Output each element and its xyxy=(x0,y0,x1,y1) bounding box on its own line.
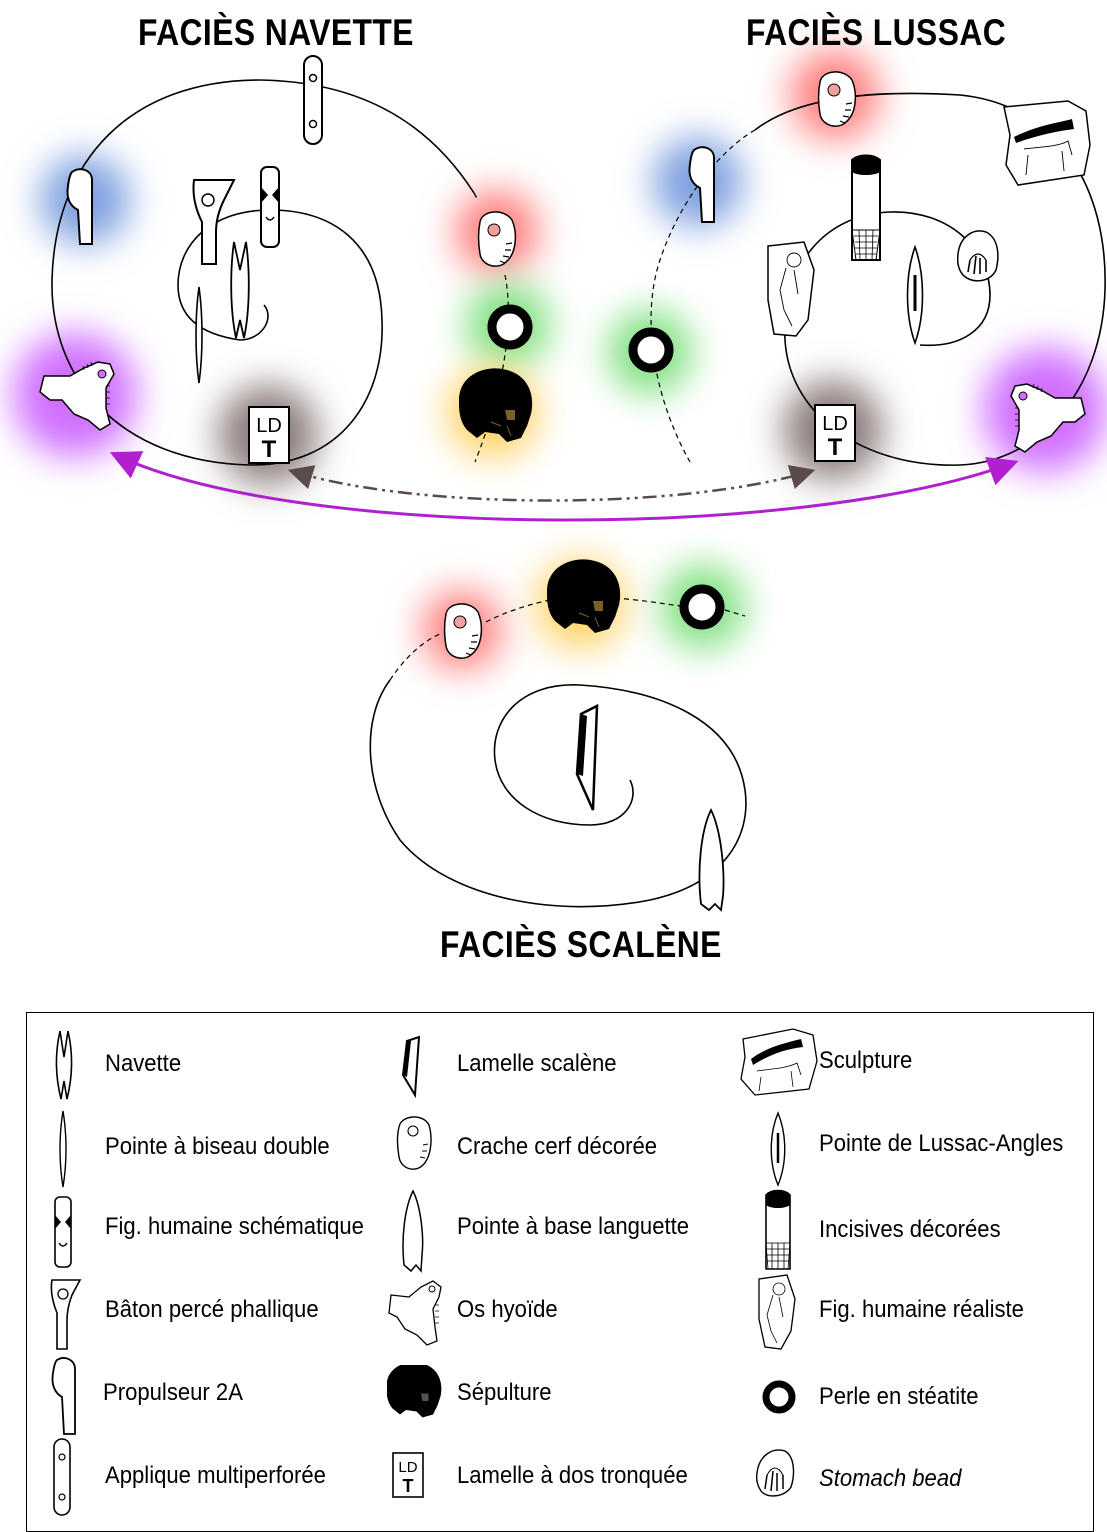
decorated-incisor-icon xyxy=(851,154,881,261)
legend-label: Lamelle scalène xyxy=(457,1050,617,1077)
realistic-human-figure-icon xyxy=(758,1274,796,1350)
legend-label: Bâton percé phallique xyxy=(105,1296,319,1323)
steatite-bead-icon xyxy=(684,589,720,625)
double-bevel-point-icon xyxy=(59,1110,67,1188)
lussac-angles-point-icon xyxy=(770,1111,786,1187)
phallic-perforated-baton-icon xyxy=(50,1279,82,1350)
double-bevel-point-icon xyxy=(195,286,203,384)
ldt-icon xyxy=(814,404,856,462)
legend-label: Crache cerf décorée xyxy=(457,1133,658,1160)
steatite-bead-icon xyxy=(633,332,669,368)
hyoid-bone-icon xyxy=(388,1280,442,1346)
realistic-human-figure-icon xyxy=(767,241,815,337)
legend-label: Propulseur 2A xyxy=(103,1379,243,1406)
facies-diagram: LD T xyxy=(13,50,1107,912)
legend-label: Fig. humaine réaliste xyxy=(819,1296,1024,1323)
navette-spiral xyxy=(51,79,475,466)
legend-label: Lamelle à dos tronquée xyxy=(457,1462,688,1489)
title-scalene: FACIÈS SCALÈNE xyxy=(440,924,722,965)
decorated-deer-canine-icon xyxy=(817,71,857,127)
sculpture-icon xyxy=(740,1028,818,1096)
legend-label: Fig. humaine schématique xyxy=(105,1213,364,1240)
lussac-dashed-tail xyxy=(650,129,756,463)
steatite-bead-icon xyxy=(762,1380,796,1414)
svg-text:T: T xyxy=(403,1476,414,1496)
legend-box: Navette Pointe à biseau double Fig. huma… xyxy=(26,1012,1094,1532)
navette-icon xyxy=(230,241,250,339)
skull-icon xyxy=(458,367,533,443)
title-lussac: FACIÈS LUSSAC xyxy=(746,12,1007,53)
ldt-icon: LDT xyxy=(392,1452,424,1498)
decorated-deer-canine-icon xyxy=(477,211,517,267)
decorated-deer-canine-icon xyxy=(443,603,483,659)
schematic-human-figure-icon xyxy=(54,1196,72,1268)
tongued-base-point-icon xyxy=(698,807,725,912)
legend-label: Os hyoïde xyxy=(457,1296,558,1323)
multiperforated-applique-icon xyxy=(303,55,323,145)
legend-label: Incisives décorées xyxy=(819,1216,1001,1243)
multiperforated-applique-icon xyxy=(53,1438,71,1516)
skull-icon xyxy=(546,558,621,634)
sculpture-icon xyxy=(1003,100,1091,186)
stomach-bead-icon xyxy=(755,1449,795,1497)
spear-thrower-icon xyxy=(51,1357,76,1435)
lussac-angles-point-icon xyxy=(906,244,924,346)
purple-double-arrow xyxy=(109,451,1019,522)
stomach-bead-icon xyxy=(956,230,999,282)
schematic-human-figure-icon xyxy=(260,166,280,248)
ldt-icon xyxy=(248,406,290,464)
legend-label: Navette xyxy=(105,1050,182,1077)
navette-spiral-dashed xyxy=(473,192,479,201)
legend-label: Sépulture xyxy=(457,1379,552,1406)
decorated-deer-canine-icon xyxy=(396,1116,432,1170)
scalene-bladelet-icon xyxy=(401,1035,421,1099)
legend-label: Sculpture xyxy=(819,1047,913,1074)
decorated-incisor-icon xyxy=(765,1189,791,1270)
steatite-bead-icon xyxy=(492,309,528,345)
legend-label: Applique multiperforée xyxy=(105,1462,326,1489)
legend-label: Stomach bead xyxy=(819,1465,962,1492)
legend-label: Perle en stéatite xyxy=(819,1383,979,1410)
scalene-spiral xyxy=(369,679,747,908)
brown-dashed-arrow xyxy=(287,464,816,502)
title-navette: FACIÈS NAVETTE xyxy=(138,12,414,53)
skull-icon xyxy=(387,1365,442,1418)
legend-label: Pointe à base languette xyxy=(457,1213,690,1240)
phallic-perforated-baton-icon xyxy=(192,179,236,265)
tongued-base-point-icon xyxy=(402,1189,424,1273)
legend-label: Pointe de Lussac-Angles xyxy=(819,1130,1064,1157)
legend-label: Pointe à biseau double xyxy=(105,1133,330,1160)
svg-text:LD: LD xyxy=(398,1459,417,1476)
scalene-bladelet-icon xyxy=(575,703,599,811)
navette-icon xyxy=(55,1030,73,1100)
